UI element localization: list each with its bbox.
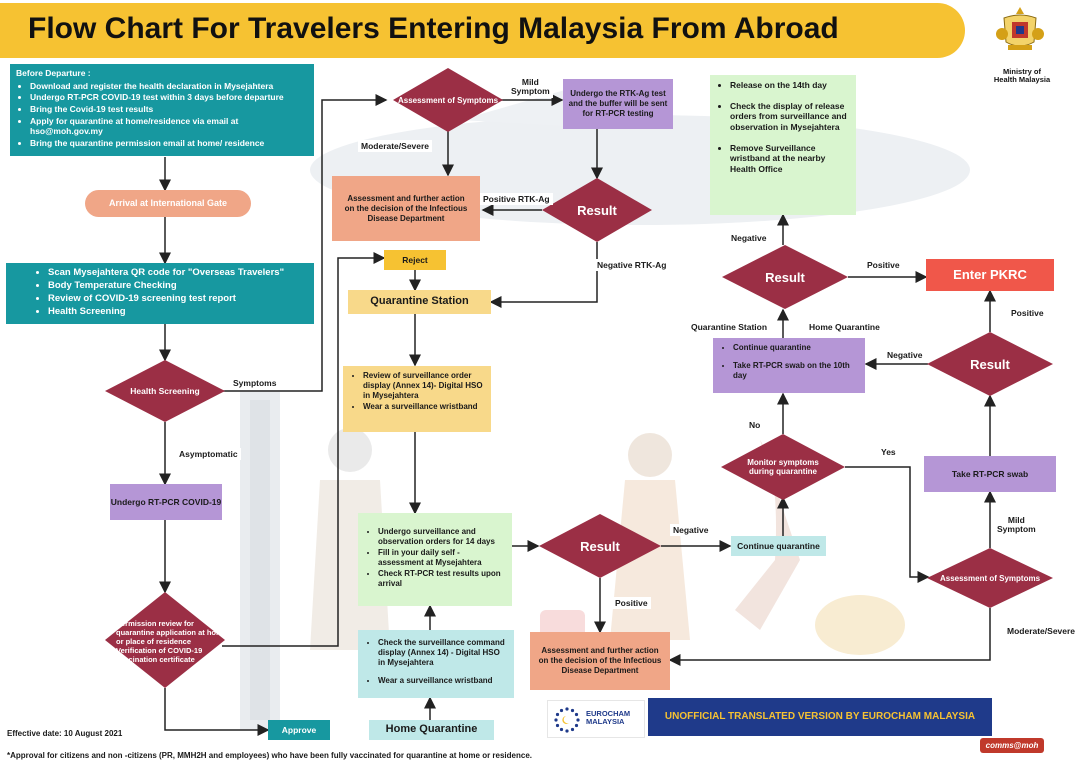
list-item: Wear a surveillance wristband [378,676,508,686]
list-item: Body Temperature Checking [48,280,308,292]
health-screening-diamond [105,360,225,422]
list-item: Release on the 14th day [730,80,850,91]
footnote: *Approval for citizens and non -citizens… [4,750,535,761]
eurocham-logo: EUROCHAM MALAYSIA [547,700,645,738]
result-right-label: Result [970,356,1010,372]
list-item: Fill in your daily self - assessment at … [378,548,506,568]
assessment-further-bottom-box: Assessment and further action on the dec… [530,632,670,690]
list-item: Health Screening [48,306,308,318]
list-item: Undergo RT-PCR COVID-19 test within 3 da… [30,92,308,103]
arrival-checks-box: Scan Mysejahtera QR code for "Overseas T… [6,263,314,324]
eurocham-line1: EUROCHAM [586,709,631,718]
result-middle-diamond [539,514,661,578]
eurocham-line2: MALAYSIA [586,717,625,727]
assessment-right-diamond [927,548,1053,608]
rtk-test-box: Undergo the RTK-Ag test and the buffer w… [563,79,673,129]
monitor-label: Monitor symptoms during quarantine [747,458,819,476]
reject-box: Reject [384,250,446,270]
moderate-severe-top-label: Moderate/Severe [358,140,433,152]
eu-stars-icon [554,707,580,733]
list-item: Take RT-PCR swab on the 10th day [733,361,859,381]
list-item: Download and register the health declara… [30,81,308,92]
list-item: Apply for quarantine at home/residence v… [30,116,308,137]
asymptomatic-label: Asymptomatic [176,448,241,460]
ministry-label: Ministry of Health Malaysia [993,67,1051,85]
result-upper-right-label: Result [765,269,805,285]
quarantine-station-edge-label: Quarantine Station [688,321,771,333]
continue-quarantine-box: Continue quarantine [731,536,826,556]
permission-review-label: Permission review for quarantine applica… [106,612,234,670]
positive-rtk-label: Positive RTK-Ag [480,193,553,205]
moderate-severe-right-label: Moderate/Severe [1004,625,1079,637]
result-top-label: Result [577,202,617,218]
qs-items-box: Review of surveillance order display (An… [343,366,491,432]
result-middle-label: Result [580,538,620,554]
positive-right-label: Positive [1008,307,1047,319]
list-item: Review of COVID-19 screening test report [48,293,308,305]
page-title: Flow Chart For Travelers Entering Malays… [28,12,839,45]
assessment-top-diamond [393,68,503,132]
list-item: Scan Mysejahtera QR code for "Overseas T… [48,267,308,279]
result-top-diamond [542,178,652,242]
continue-items-box: Continue quarantine Take RT-PCR swab on … [713,338,865,393]
home-quarantine-box: Home Quarantine [369,720,494,740]
list-item: Bring the Covid-19 test results [30,104,308,115]
list-item: Undergo surveillance and observation ord… [378,527,506,547]
approve-box: Approve [268,720,330,740]
positive-upper-label: Positive [864,259,903,271]
list-item: Verification of COVID-19 vaccination cer… [116,646,234,664]
negative-upper-label: Negative [728,232,770,244]
negative-right-label: Negative [884,349,926,361]
take-pcr-box: Take RT-PCR swab [924,456,1056,492]
release-items-box: Release on the 14th day Check the displa… [710,75,856,215]
assessment-further-top-box: Assessment and further action on the dec… [332,176,480,241]
surveillance-items-box: Undergo surveillance and observation ord… [358,513,512,606]
before-departure-box: Before Departure : Download and register… [10,64,314,156]
arrival-gate-pill: Arrival at International Gate [85,190,251,217]
negative-middle-label: Negative [670,524,712,536]
enter-pkrc-box: Enter PKRC [926,259,1054,291]
monitor-diamond [721,434,845,500]
list-item: Remove Surveillance wristband at the nea… [730,143,850,175]
no-label: No [746,419,764,431]
health-screening-label: Health Screening [130,386,200,396]
title-banner [0,3,965,58]
list-item: Review of surveillance order display (An… [363,371,485,401]
coat-of-arms-icon [996,7,1044,50]
hq-items-box: Check the surveillance command display (… [358,630,514,698]
before-departure-heading: Before Departure : [16,68,91,78]
list-item: Check the surveillance command display (… [378,638,508,668]
permission-review-diamond [105,592,225,688]
symptoms-label: Symptoms [230,377,280,389]
list-item: Bring the quarantine permission email at… [30,138,308,149]
list-item: Continue quarantine [733,343,859,353]
result-upper-right-diamond [722,245,848,309]
effective-date: Effective date: 10 August 2021 [4,728,126,739]
positive-middle-label: Positive [612,597,651,609]
result-right-diamond [927,332,1053,396]
undergo-pcr-box: Undergo RT-PCR COVID-19 [110,484,222,520]
quarantine-station-box: Quarantine Station [348,290,491,314]
list-item: Wear a surveillance wristband [363,402,485,412]
list-item: Check the display of release orders from… [730,101,850,133]
unofficial-banner: UNOFFICIAL TRANSLATED VERSION BY EUROCHA… [648,698,992,736]
home-quarantine-edge-label: Home Quarantine [806,321,883,333]
list-item: Permission review for quarantine applica… [116,619,234,646]
yes-label: Yes [878,446,899,458]
assessment-top-label: Assessment of Symptoms [397,95,499,105]
list-item: Check RT-PCR test results upon arrival [378,569,506,589]
negative-rtk-label: Negative RTK-Ag [594,259,670,271]
comms-badge: comms@moh [980,738,1044,753]
assessment-right-label: Assessment of Symptoms [939,573,1041,583]
